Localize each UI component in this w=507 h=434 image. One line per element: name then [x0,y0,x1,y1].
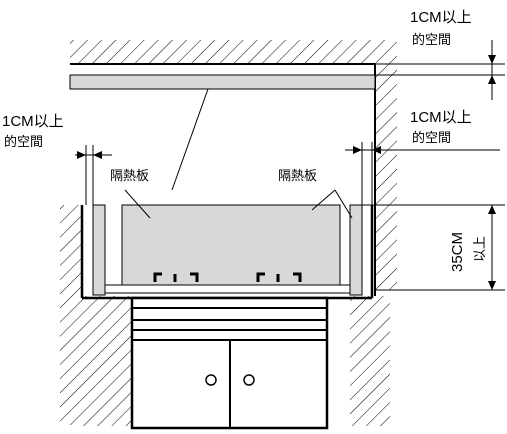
right-side-heat-board [349,204,363,296]
right-gap-label-line1: 1CM以上 [410,109,472,126]
arrow-top-gap-down [488,55,496,64]
ceiling-hatch [70,40,375,64]
leader-right-board [311,189,336,211]
top-gap-label-line2: 的空間 [412,32,451,48]
top-gap-label-line1: 1CM以上 [410,9,472,26]
left-side-heat-board [92,204,106,296]
leader-right-board-2 [334,189,353,219]
height-suffix-label: 以上 [473,236,488,262]
left-gap-label-line2: 的空間 [4,134,43,150]
appliance-base [104,284,351,294]
left-gap-label-line1: 1CM以上 [2,113,64,130]
door-knob-right [243,374,255,386]
burner-right [256,272,302,282]
burner-left [153,272,199,282]
right-wall-hatch [375,40,397,290]
heat-board-label-left: 隔熱板 [110,169,149,184]
appliance-body [121,204,341,286]
right-gap-label-line2: 的空間 [412,130,451,146]
arrow-right-gap-1 [353,146,362,154]
leader-left-board [124,189,151,219]
leader-top-board [171,88,209,191]
arrow-right-gap-2 [372,146,381,154]
door-knob-left [205,374,217,386]
arrow-height-bottom [488,281,496,290]
arrow-left-gap-2 [93,151,102,159]
arrow-left-gap-1 [77,151,86,159]
arrow-height-top [488,205,496,214]
heat-board-label-right: 隔熱板 [278,169,317,184]
height-value-label: 35CM [449,232,466,272]
arrow-top-gap-up [488,75,496,84]
left-lower-hatch [82,296,132,426]
left-cabinet-hatch [60,205,82,425]
top-heat-board [69,74,376,90]
right-lower-hatch [350,296,390,426]
